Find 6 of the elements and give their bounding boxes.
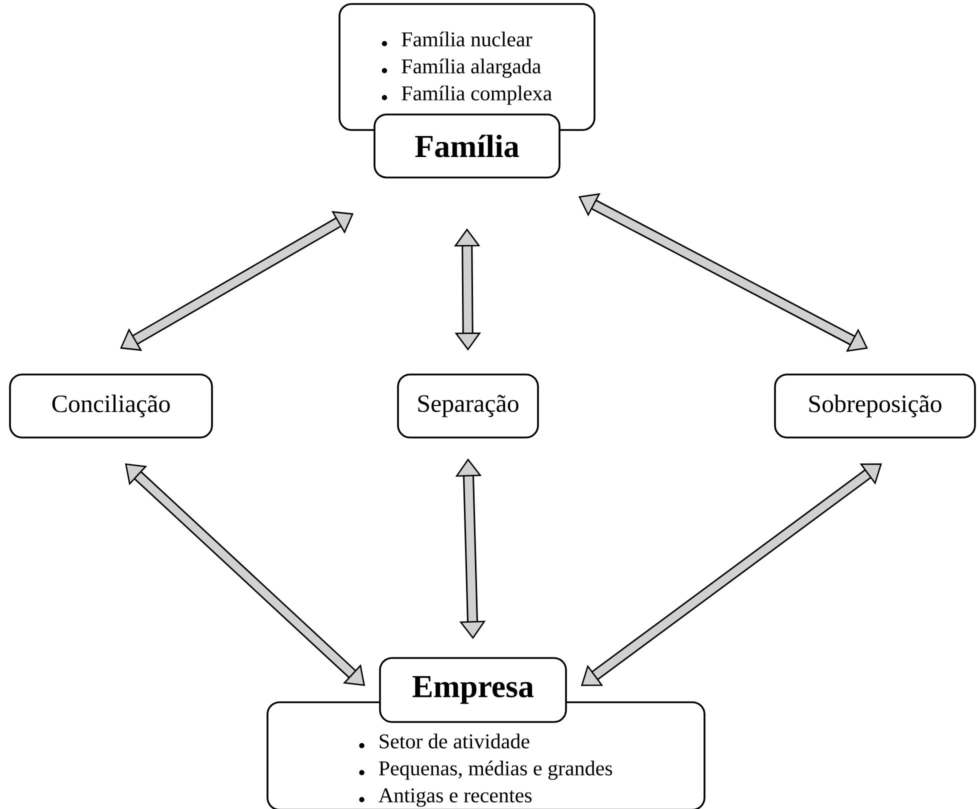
concept-box: Conciliação <box>9 374 213 438</box>
concept-box: Sobreposição <box>774 374 976 438</box>
title-box: Família <box>374 114 560 178</box>
title-box: Empresa <box>379 657 567 723</box>
concept-box: Separação <box>397 374 539 438</box>
list-box: Família nuclear Família alargada Família complexa <box>338 3 596 131</box>
